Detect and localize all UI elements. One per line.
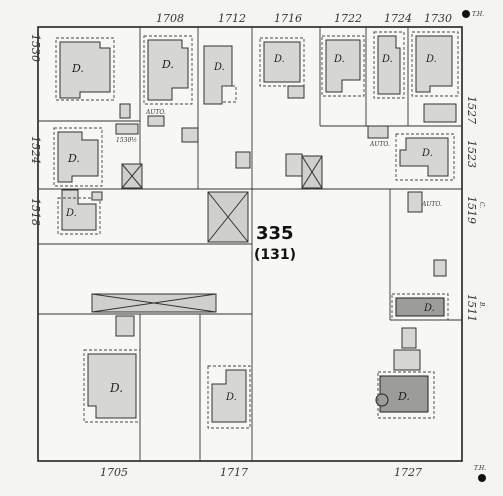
building-label: D. — [273, 54, 285, 65]
left-address-1518: 1518 — [29, 198, 42, 226]
building-label: D. — [161, 58, 174, 71]
top-address-1712: 1712 — [218, 12, 246, 25]
building-1523 — [367, 125, 455, 181]
building-label: D. — [109, 381, 123, 395]
building-1524 — [53, 127, 103, 187]
lot-lines — [38, 27, 462, 461]
right-unit-c: C. — [478, 202, 485, 208]
building-1717 — [207, 365, 251, 429]
building-1530 — [55, 37, 115, 101]
auto-label: AUTO. — [369, 141, 390, 148]
building-1518 — [57, 189, 103, 235]
top-address-1722: 1722 — [334, 12, 362, 25]
right-address-1523: 1523 — [465, 140, 478, 168]
building-label: D. — [213, 62, 225, 73]
long-structure — [91, 293, 217, 313]
building-1705 — [83, 315, 141, 423]
bottom-address-1705: 1705 — [100, 466, 128, 479]
building-label: D. — [225, 392, 237, 403]
small-sheds-1524 — [115, 103, 251, 189]
building-1722 — [321, 35, 365, 97]
auto-label: AUTO. — [145, 109, 166, 116]
left-address-1524: 1524 — [29, 136, 42, 164]
right-address-1527: 1527 — [465, 96, 478, 124]
building-label: D. — [421, 148, 433, 159]
building-1716 — [259, 37, 305, 99]
top-address-1724: 1724 — [384, 12, 412, 25]
top-address-1708: 1708 — [156, 12, 184, 25]
garage-x-335 — [207, 191, 249, 243]
block-number: 335 — [256, 223, 294, 244]
right-address-1511: 1511 — [465, 294, 478, 322]
corner-label-top: T.H. — [472, 11, 484, 18]
block-subnumber: (131) — [254, 247, 296, 263]
building-label: D. — [71, 62, 84, 75]
left-address-1530: 1530 — [29, 34, 42, 62]
corner-marker-bottom — [478, 474, 486, 482]
building-1730 — [411, 31, 459, 123]
building-label: D. — [333, 54, 345, 65]
building-label: D. — [67, 152, 80, 165]
corner-label-bottom: T.H. — [474, 465, 486, 472]
building-1519 — [407, 191, 447, 277]
building-1708 — [143, 35, 193, 127]
building-label: D. — [381, 54, 393, 65]
building-label: D. — [397, 390, 410, 403]
bottom-address-1717: 1717 — [220, 466, 248, 479]
auto-label: AUTO. — [421, 201, 442, 208]
bottom-address-1727: 1727 — [394, 466, 422, 479]
building-label: D. — [423, 303, 435, 314]
top-address-1716: 1716 — [274, 12, 302, 25]
building-1727 — [375, 327, 435, 419]
corner-marker-top — [462, 10, 470, 18]
building-1511 — [391, 293, 449, 321]
right-unit-b: B. — [478, 301, 485, 308]
top-address-1730: 1730 — [424, 12, 452, 25]
building-1724 — [373, 31, 405, 99]
year-label: 1530½ — [116, 137, 137, 144]
building-1712 — [203, 45, 237, 105]
building-1716-rear — [285, 153, 323, 189]
right-address-1519: 1519 — [465, 196, 478, 224]
building-label: D. — [65, 208, 77, 219]
building-label: D. — [425, 54, 437, 65]
